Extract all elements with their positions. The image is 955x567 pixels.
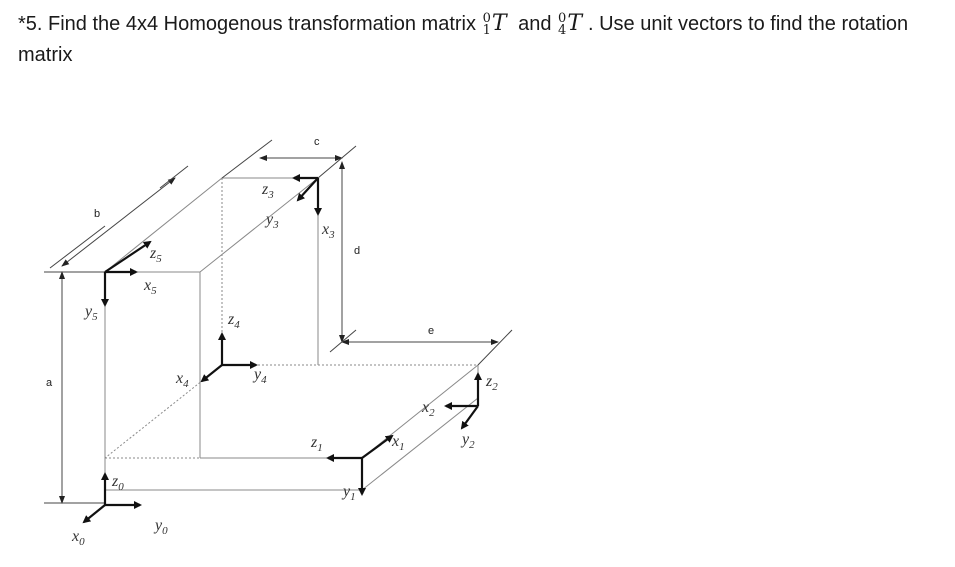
frame0-x-label: x0 xyxy=(71,528,85,548)
frame1-y-label: y1 xyxy=(341,483,356,503)
frame2-x-label: x2 xyxy=(421,399,435,419)
frame4-x-label: x4 xyxy=(175,370,189,390)
frame3-z-label: z3 xyxy=(261,181,274,201)
frame1-x-axis xyxy=(361,434,394,459)
frame0-x-axis xyxy=(82,504,106,524)
dim-a-extension xyxy=(44,271,105,504)
t04-subscript: 4 xyxy=(558,22,567,38)
frame5-y-label: y5 xyxy=(83,303,98,323)
structure-lines xyxy=(104,177,479,491)
frame3-y-label: y3 xyxy=(264,211,279,231)
dimension-lines xyxy=(44,139,513,504)
dim-e-extension xyxy=(329,329,513,366)
dim-e-label: e xyxy=(428,325,434,337)
dim-b-extension xyxy=(49,165,189,269)
dimension-labels: a b c d e xyxy=(46,136,434,389)
frame5-z-label: z5 xyxy=(149,245,162,265)
base-plate-outline xyxy=(104,272,479,491)
frame0-z-label: z0 xyxy=(111,473,124,493)
question-suffix: . Use unit vectors to find the rotation … xyxy=(18,13,909,66)
dim-d-label: d xyxy=(354,245,360,257)
dim-a-label: a xyxy=(46,377,53,389)
frame3-y-axis xyxy=(296,177,319,202)
frame0-y-label: y0 xyxy=(153,517,168,537)
frame2-y-label: y2 xyxy=(460,431,475,451)
t01-subscript: 1 xyxy=(482,22,491,38)
frame2-z-label: z2 xyxy=(485,373,498,393)
vertical-block-outline xyxy=(104,177,319,458)
frame-axes xyxy=(82,174,482,524)
frame5-z-axis xyxy=(104,240,152,273)
dim-b-label: b xyxy=(94,208,100,220)
frame-labels: z0 y0 x0 z1 y1 x1 z2 x2 y2 z3 y3 x3 z4 y… xyxy=(71,181,498,548)
question-prefix: *5. Find the 4x4 Homogenous transformati… xyxy=(18,13,476,35)
transform-t04-scripts: 0 4 xyxy=(558,10,567,38)
frame4-y-label: y4 xyxy=(252,366,267,386)
dim-b-line xyxy=(61,177,176,267)
transform-t01-scripts: 0 1 xyxy=(482,10,491,38)
frame1-z-label: z1 xyxy=(310,434,323,454)
frame4-x-axis xyxy=(200,364,223,383)
transform-t01-symbol: T xyxy=(491,11,507,36)
t01-superscript: 0 xyxy=(482,10,491,26)
frame4-z-label: z4 xyxy=(227,311,240,331)
frame3-x-label: x3 xyxy=(321,221,335,241)
frame5-x-label: x5 xyxy=(143,277,157,297)
dim-c-extension xyxy=(221,139,357,179)
frame2-y-axis xyxy=(460,405,479,430)
transform-t04-symbol: T xyxy=(567,11,582,36)
and-word: and xyxy=(518,13,552,35)
frame1-x-label: x1 xyxy=(391,433,405,453)
t04-superscript: 0 xyxy=(558,10,567,26)
question-text: *5. Find the 4x4 Homogenous transformati… xyxy=(18,8,948,71)
dim-c-label: c xyxy=(314,136,320,148)
